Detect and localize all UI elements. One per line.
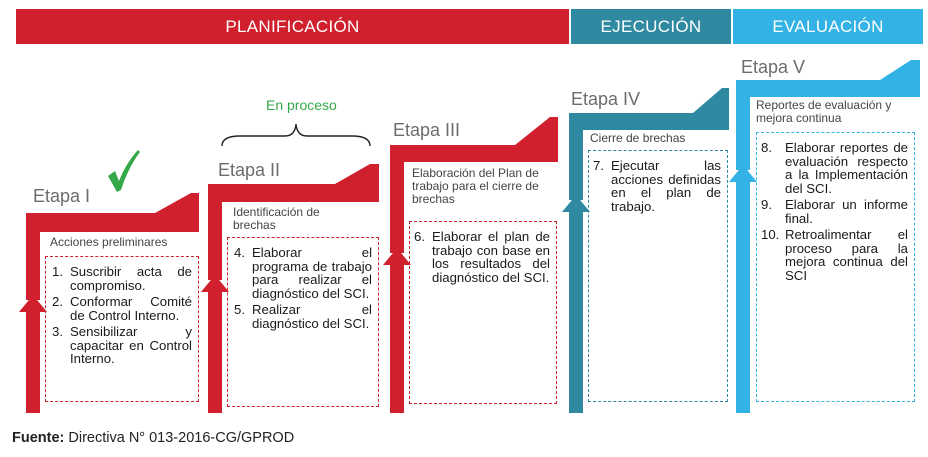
source-footer: Fuente: Directiva N° 013-2016-CG/GPROD	[12, 430, 294, 446]
stage-5-item-10: 10. Retroalimentar el proceso para la me…	[761, 228, 908, 282]
item-text: Ejecutar las acciones definidas en el pl…	[611, 158, 721, 214]
brace-icon	[221, 123, 371, 147]
stage-5-item-9: 9. Elaborar un informe final.	[761, 198, 908, 225]
stage-3-box: 6. Elaborar el plan de trabajo con base …	[409, 221, 557, 404]
item-text: Elaborar el programa de trabajo para rea…	[252, 245, 372, 301]
phase-bar-planning: PLANIFICACIÓN	[16, 9, 569, 44]
stage-1-subtitle: Acciones preliminares	[50, 235, 168, 249]
stage-4-item-7: 7. Ejecutar las acciones definidas en el…	[593, 159, 721, 213]
stage-5-subtitle: Reportes de evaluación y mejora continua	[756, 98, 892, 125]
stage-1-item-1: 1. Suscribir acta de compromiso.	[52, 265, 192, 292]
stage-1-box: 1. Suscribir acta de compromiso. 2. Conf…	[45, 256, 199, 402]
stage-5-title: Etapa V	[741, 57, 806, 77]
stage-3-item-6: 6. Elaborar el plan de trabajo con base …	[414, 230, 550, 284]
stage-2-subtitle: Identificación de brechas	[233, 205, 320, 232]
item-text: Elaborar un informe final.	[785, 197, 908, 226]
item-number: 2.	[52, 294, 63, 309]
item-text: Conformar Comité de Control Interno.	[70, 294, 192, 323]
stage-2-item-5: 5. Realizar el diagnóstico del SCI.	[234, 303, 372, 330]
footer-text: Directiva N° 013-2016-CG/GPROD	[64, 430, 295, 446]
stage-1-title: Etapa I	[33, 186, 91, 206]
item-text: Suscribir acta de compromiso.	[70, 264, 192, 293]
stage-4-box: 7. Ejecutar las acciones definidas en el…	[588, 150, 728, 402]
stage-5-box: 8. Elaborar reportes de evaluación respe…	[756, 132, 915, 402]
phase-label-evaluation: EVALUACIÓN	[772, 16, 884, 36]
checkmark-icon	[108, 150, 140, 192]
stage-4-stair	[562, 88, 729, 413]
phase-bar-execution: EJECUCIÓN	[571, 9, 731, 44]
item-number: 4.	[234, 245, 245, 260]
footer-label: Fuente:	[12, 430, 65, 446]
stage-2-stair	[201, 164, 379, 413]
phase-label-execution: EJECUCIÓN	[600, 16, 702, 36]
phase-bar-evaluation: EVALUACIÓN	[733, 9, 923, 44]
item-number: 7.	[593, 158, 604, 173]
item-text: Retroalimentar el proceso para la mejora…	[785, 227, 908, 283]
item-text: Elaborar el plan de trabajo con base en …	[432, 229, 550, 285]
stage-2-box: 4. Elaborar el programa de trabajo para …	[227, 237, 379, 407]
stage-3-stair	[383, 117, 558, 413]
item-number: 10.	[761, 227, 780, 242]
stage-2-title: Etapa II	[218, 160, 281, 180]
item-number: 9.	[761, 197, 772, 212]
stage-3-title: Etapa III	[393, 120, 461, 140]
stage-4-title: Etapa IV	[571, 89, 641, 109]
item-number: 1.	[52, 264, 63, 279]
item-text: Sensibilizar y capacitar en Control Inte…	[70, 324, 192, 366]
stage-5-stair	[729, 60, 920, 413]
stage-2-item-4: 4. Elaborar el programa de trabajo para …	[234, 246, 372, 300]
item-number: 8.	[761, 140, 772, 155]
stage-1-stair	[19, 193, 199, 413]
stage-4-subtitle: Cierre de brechas	[590, 131, 686, 145]
item-number: 5.	[234, 302, 245, 317]
status-label-in-progress: En proceso	[266, 97, 337, 113]
stage-1-item-3: 3. Sensibilizar y capacitar en Control I…	[52, 325, 192, 366]
stage-1-item-2: 2. Conformar Comité de Control Interno.	[52, 295, 192, 322]
stage-5-item-8: 8. Elaborar reportes de evaluación respe…	[761, 141, 908, 195]
item-number: 6.	[414, 229, 425, 244]
item-text: Elaborar reportes de evaluación respecto…	[785, 140, 908, 196]
item-text: Realizar el diagnóstico del SCI.	[252, 302, 372, 331]
phase-label-planning: PLANIFICACIÓN	[225, 16, 360, 36]
item-number: 3.	[52, 324, 63, 339]
stage-3-subtitle: Elaboración del Plan de trabajo para el …	[412, 166, 539, 206]
